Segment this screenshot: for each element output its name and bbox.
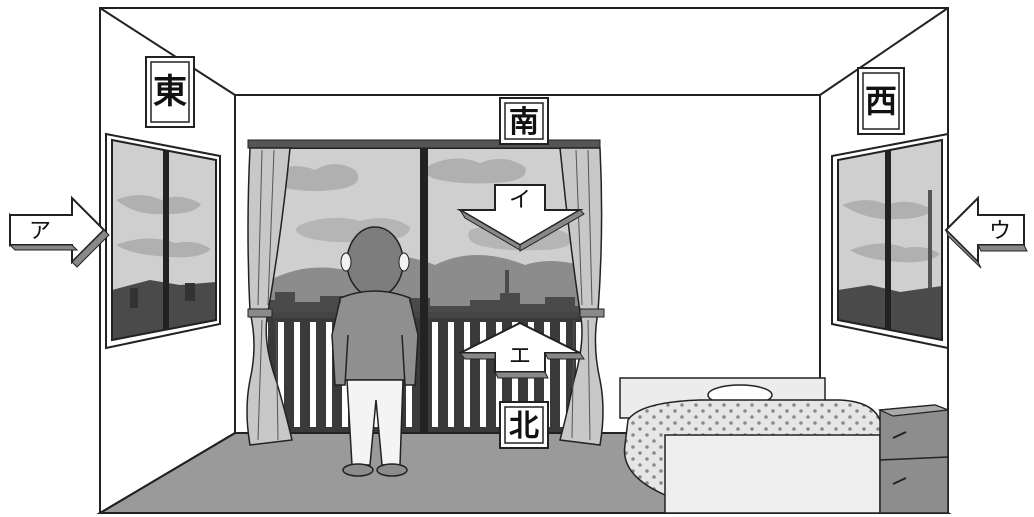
arrow-a: ア xyxy=(10,198,109,267)
south-sign-label: 南 xyxy=(509,105,539,140)
west-window xyxy=(832,134,948,348)
south-window xyxy=(248,140,600,433)
arrow-u: ウ xyxy=(946,198,1027,268)
arrow-u-label: ウ xyxy=(989,219,1011,244)
dresser xyxy=(880,405,948,513)
east-sign: 東 xyxy=(146,57,194,127)
footboard xyxy=(665,435,880,513)
window-mullion xyxy=(420,148,428,433)
shirt xyxy=(340,291,410,380)
arrow-a-label: ア xyxy=(29,219,51,244)
arrow-i-label: イ xyxy=(509,188,531,213)
south-sign: 南 xyxy=(500,98,548,144)
east-sign-label: 東 xyxy=(153,72,187,112)
west-sign-label: 西 xyxy=(865,82,897,120)
east-window xyxy=(106,134,220,348)
arrow-e-label: エ xyxy=(509,344,531,369)
north-sign: 北 xyxy=(500,402,548,448)
hair xyxy=(347,227,403,297)
north-sign-label: 北 xyxy=(509,409,539,444)
west-sign: 西 xyxy=(858,68,904,134)
